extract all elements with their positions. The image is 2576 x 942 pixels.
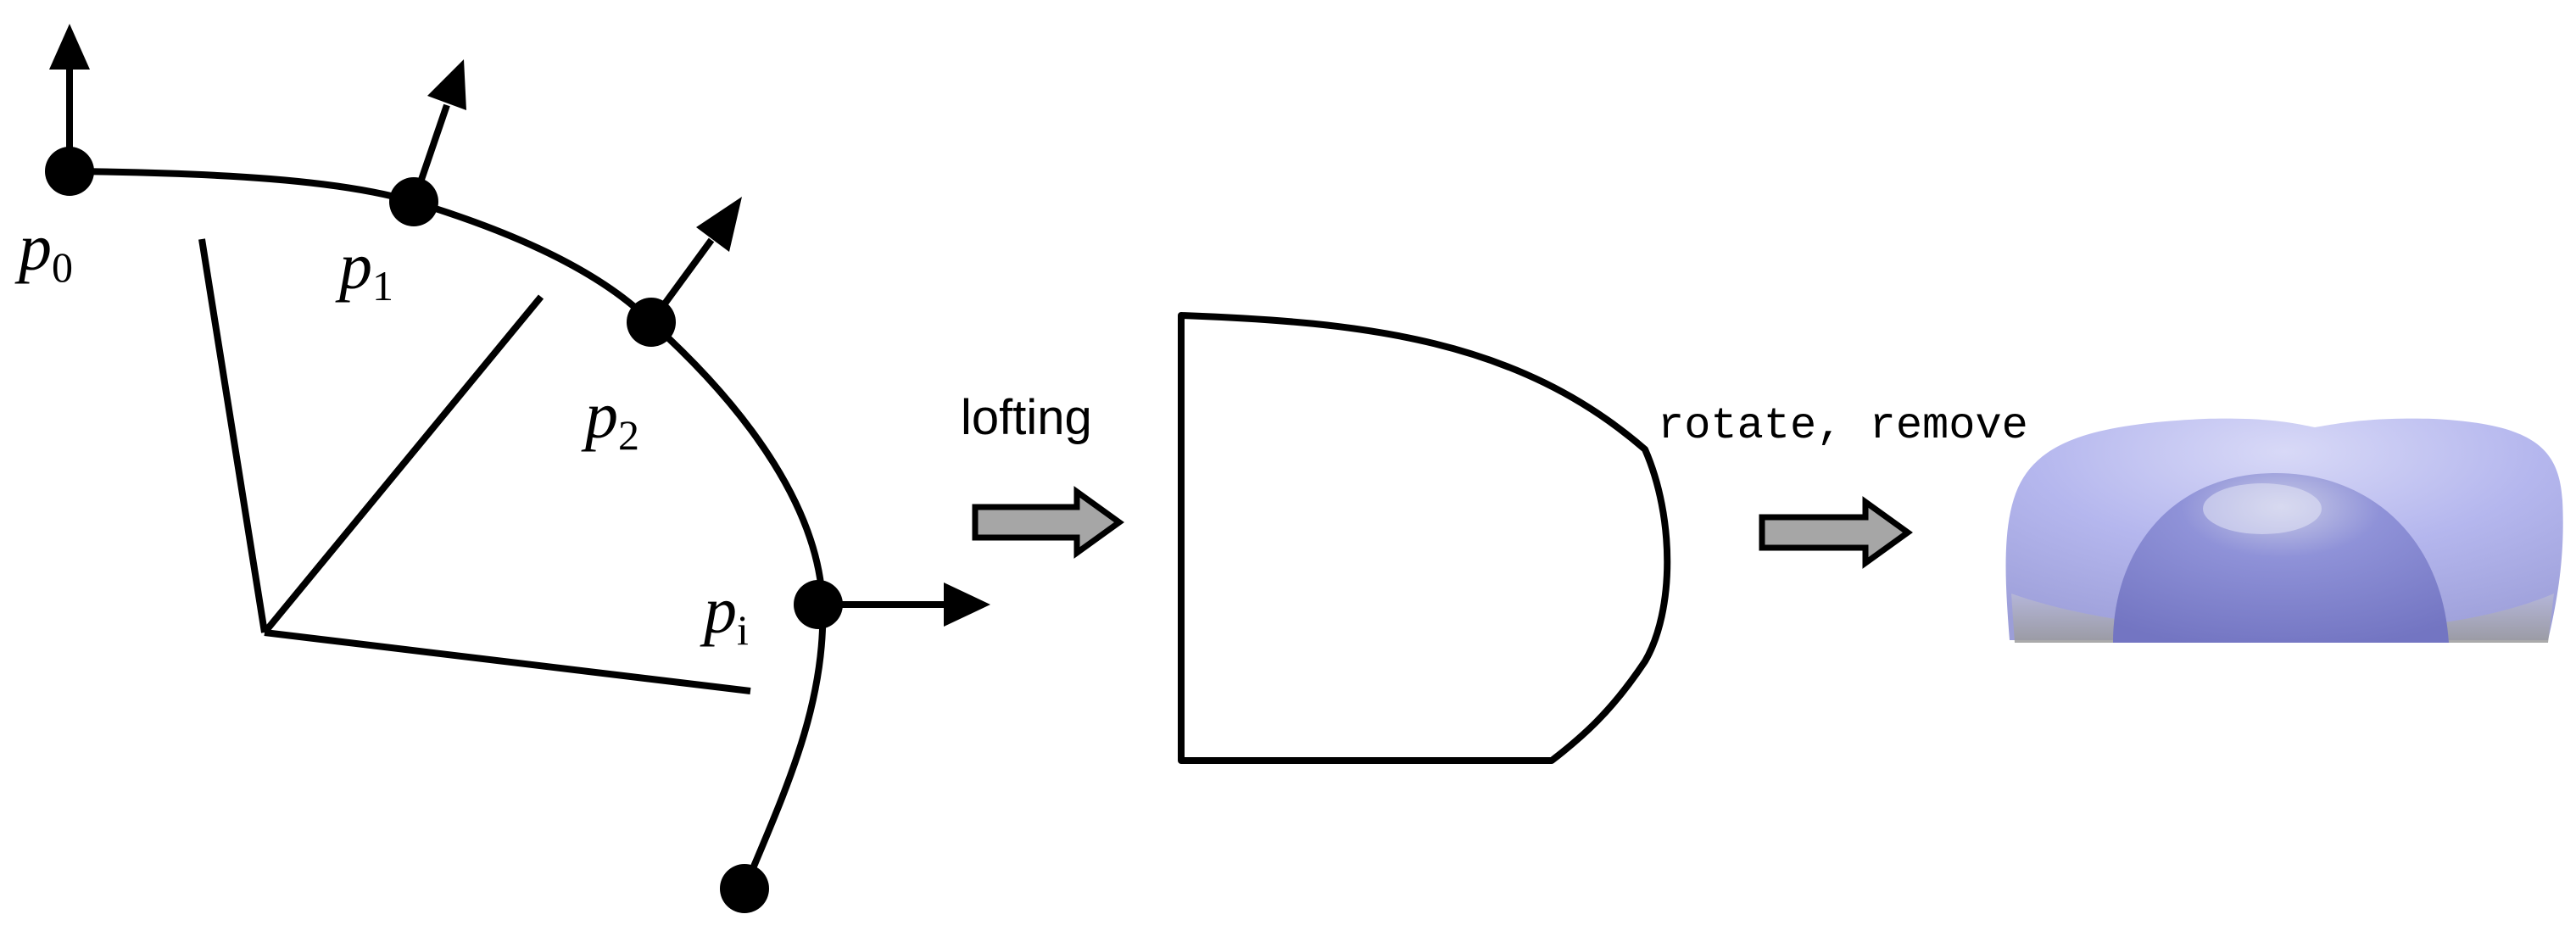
inner-dome [2113,472,2449,643]
step-rotate-remove: rotate, remove [1658,401,2028,569]
label-p2: p2 [581,378,639,459]
profile-sketch: p0 p1 p2 pi [14,24,990,913]
lofted-profile-shape [1178,312,1671,764]
label-p1: p1 [335,229,393,309]
label-p0: p0 [14,210,73,291]
point-end [720,864,769,913]
rotate-arrow [1759,496,1913,569]
point-pi [794,580,843,629]
profile-curve [66,168,827,892]
point-p2 [627,298,676,347]
point-p1 [389,177,438,226]
construction-line-horizontal [264,629,751,694]
point-p0 [45,147,94,196]
step-lofting: lofting [961,390,1124,559]
construction-line-vertical [198,238,268,633]
lofting-label: lofting [961,390,1092,445]
dome-highlight [2203,483,2322,534]
construction-line-diagonal [261,294,544,635]
rotate-remove-label: rotate, remove [1658,401,2028,451]
lofting-arrow [972,486,1124,559]
normal-vector-pi [818,582,990,627]
label-pi: pi [700,573,749,654]
revolved-solid-render [2005,418,2563,643]
